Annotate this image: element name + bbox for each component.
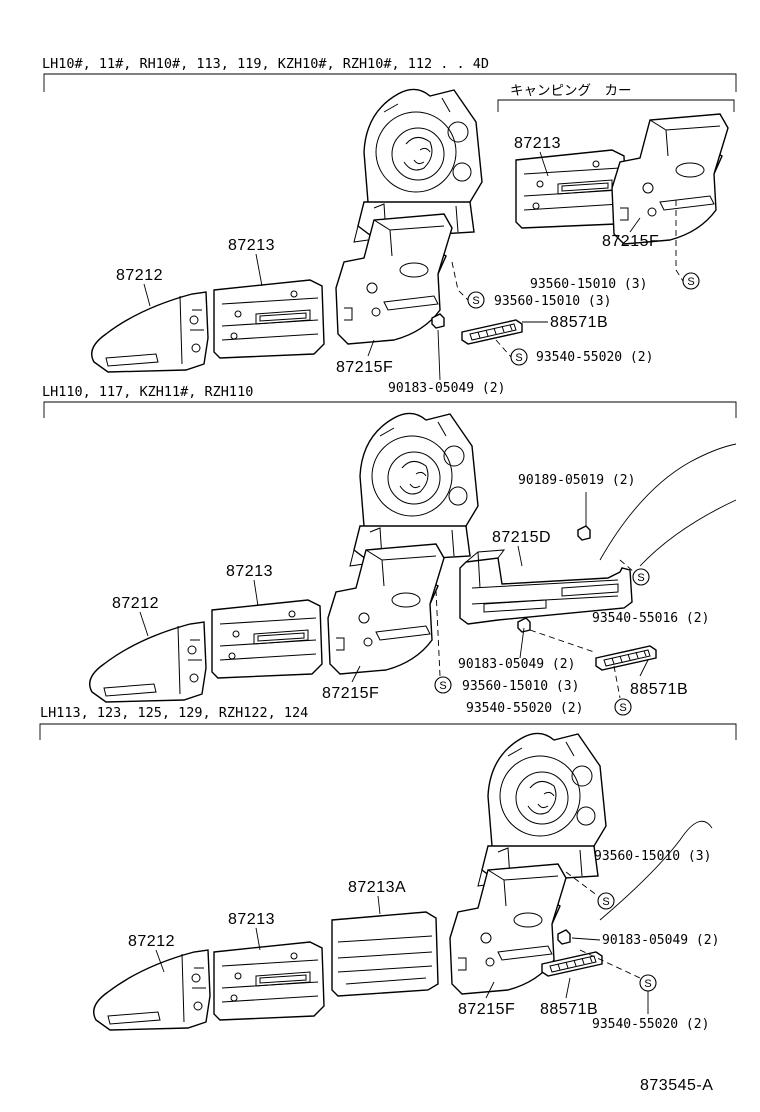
label-87213-sub: 87213 [514,135,561,152]
label-clip-3: 90183-05049 (2) [602,933,719,948]
svg-text:S: S [472,295,479,307]
svg-text:S: S [644,978,651,990]
symbol-s-1b: S [510,348,528,366]
section-2-title: LH110, 117, KZH11#, RZH110 [42,384,253,400]
label-88571b-1: 88571B [550,314,608,331]
svg-text:S: S [687,276,694,288]
section-1-title: LH10#, 11#, RH10#, 113, 119, KZH10#, RZH… [42,56,489,72]
symbol-s-2a: S [632,568,650,586]
part-87213-2 [211,599,323,679]
symbol-s-3a: S [597,892,615,910]
label-88571b-2: 88571B [630,681,688,698]
label-clip-top-2: 90189-05019 (2) [518,473,635,488]
section-3-title: LH113, 123, 125, 129, RZH122, 124 [40,705,308,721]
lamp-88571b-2 [595,645,657,671]
label-87212-2: 87212 [112,595,159,612]
label-87213a: 87213A [348,879,406,896]
part-87215f-sub [611,113,729,245]
svg-text:S: S [515,352,522,364]
svg-text:S: S [637,572,644,584]
label-87215f-3: 87215F [458,1001,515,1018]
label-clip-1: 90183-05049 (2) [388,381,505,396]
clip-3 [557,929,571,945]
label-screw1-3: 93560-15010 (3) [594,849,711,864]
symbol-s-1a: S [467,291,485,309]
part-87213-3 [213,941,325,1021]
part-87213-1 [213,279,325,359]
label-87213-3: 87213 [228,911,275,928]
label-screw-sub: 93560-15010 (3) [530,277,647,292]
symbol-s-2c: S [614,698,632,716]
label-screw2-3: 93540-55020 (2) [592,1017,709,1032]
label-87212-3: 87212 [128,933,175,950]
label-screw1-2: 93560-15010 (3) [462,679,579,694]
label-87215f-2: 87215F [322,685,379,702]
symbol-s-3b: S [639,974,657,992]
symbol-s-2b: S [434,676,452,694]
part-87213a [331,911,439,997]
label-clip-2: 90183-05049 (2) [458,657,575,672]
part-87213-sub [515,149,627,229]
catalog-number: 873545-A [640,1077,713,1094]
label-87213-1: 87213 [228,237,275,254]
section-1-subtitle: キャンピング カー [510,83,632,99]
blower-unit-3 [477,732,607,887]
label-88571b-3: 88571B [540,1001,598,1018]
label-87212-1: 87212 [116,267,163,284]
svg-text:S: S [619,702,626,714]
label-screw1-1: 93560-15010 (3) [494,294,611,309]
symbol-s-sub: S [682,272,700,290]
label-87215d: 87215D [492,529,551,546]
label-screw2-1: 93540-55020 (2) [536,350,653,365]
label-87215f-1: 87215F [336,359,393,376]
svg-text:S: S [602,896,609,908]
part-87212-2 [89,621,207,703]
clip-top-2 [577,525,591,541]
blower-unit-2 [349,412,479,567]
label-screw-right-2: 93540-55016 (2) [592,611,709,626]
lamp-88571b-1 [461,319,523,345]
label-screw2-2: 93540-55020 (2) [466,701,583,716]
label-87215f-sub: 87215F [602,233,659,250]
part-87212-3 [93,949,211,1031]
part-87215f-2 [327,543,445,675]
svg-text:S: S [439,680,446,692]
label-87213-2: 87213 [226,563,273,580]
